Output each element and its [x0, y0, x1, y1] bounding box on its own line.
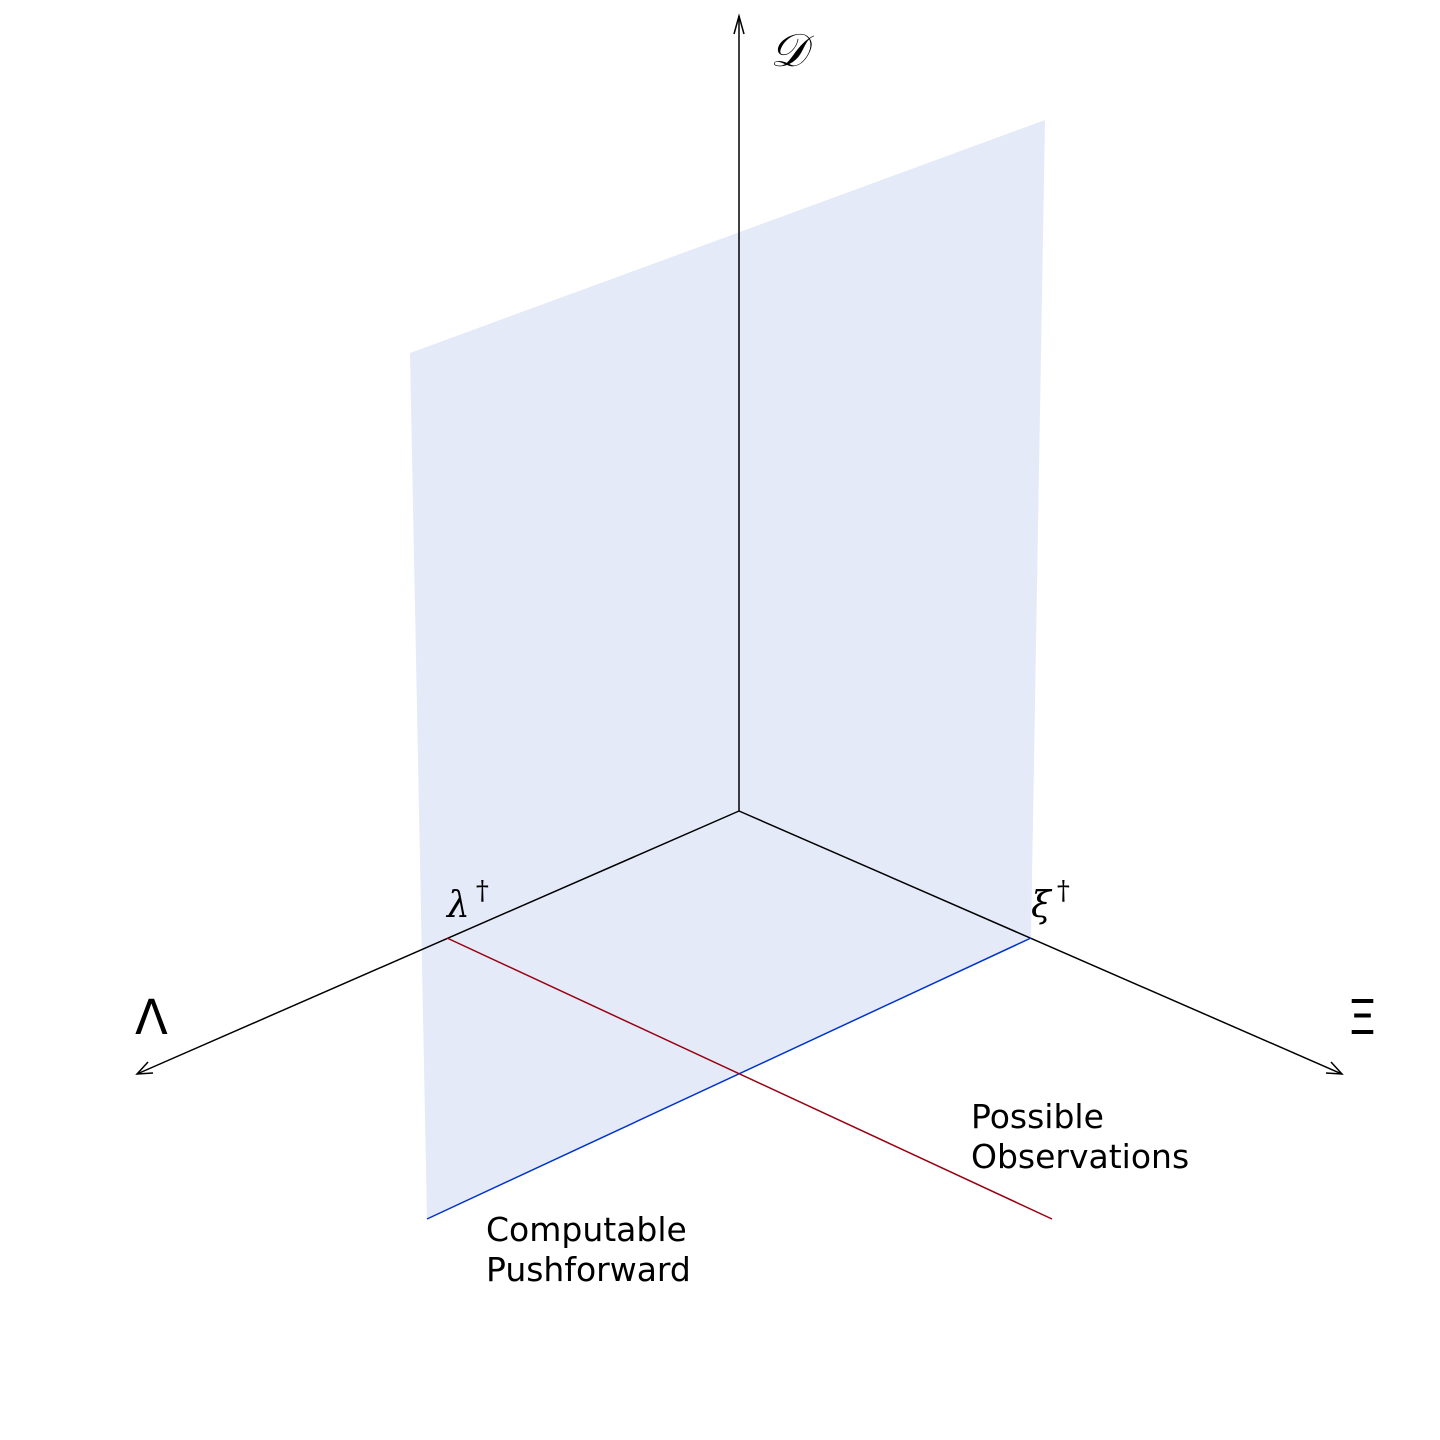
left-axis-label: Λ — [135, 990, 168, 1046]
pushforward-annotation-line2: Pushforward — [486, 1250, 691, 1289]
observations-annotation-line1: Possible — [971, 1097, 1104, 1136]
right-axis-label: Ξ — [1347, 990, 1377, 1046]
xi-dagger-label: ξ† — [1031, 876, 1070, 926]
xi-superscript: † — [1057, 876, 1070, 906]
left-axis-Lambda — [136, 810, 740, 1075]
lambda-dagger-label: λ† — [445, 876, 489, 926]
observations-line — [446, 937, 1053, 1220]
lambda-symbol: λ — [445, 885, 470, 926]
pushforward-plane — [410, 120, 1045, 1219]
pushforward-annotation-line1: Computable — [486, 1210, 687, 1249]
right-axis-Xi — [738, 810, 1343, 1075]
left-axis-arrowhead — [135, 1061, 154, 1075]
observations-annotation-line2: Observations — [971, 1137, 1189, 1176]
vertical-axis-label: 𝒟 — [770, 23, 815, 77]
right-axis-arrowhead — [1325, 1061, 1344, 1075]
observations-annotation: Possible Observations — [971, 1097, 1189, 1176]
pushforward-annotation: Computable Pushforward — [486, 1210, 697, 1289]
pushforward-line — [426, 937, 1032, 1220]
vertical-axis-arrowhead — [733, 13, 745, 35]
xi-symbol: ξ — [1031, 885, 1053, 926]
lambda-superscript: † — [476, 876, 489, 906]
